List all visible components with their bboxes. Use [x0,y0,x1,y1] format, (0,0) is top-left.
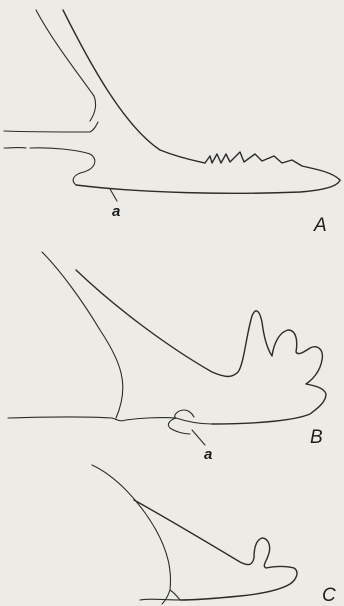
panel-a-right-branch [63,10,205,163]
panel-c-base-line [140,590,180,600]
panel-b-right-branch [76,270,326,424]
panel-c-right-branch [134,500,297,600]
panel-a-pointer [110,189,117,201]
panel-c-left-branch [92,465,170,604]
panel-c-label: C [322,585,336,606]
panel-b-point-label: a [204,446,212,463]
panel-a: a A [4,10,340,236]
panel-a-label: A [313,215,327,236]
panel-a-upper-base [4,122,98,132]
panel-a-point-label: a [112,203,120,220]
panel-a-left-branch-outer [36,10,96,121]
panel-a-serrated-edge [205,152,340,180]
panel-b: a B [8,252,326,463]
panel-b-base-line [8,417,176,421]
panel-b-pointer [192,430,205,445]
panel-b-notch [168,410,212,434]
panel-a-blade-bottom [76,180,340,193]
panel-b-label: B [310,427,323,448]
panel-a-notch [30,148,95,185]
panel-c: C [92,465,336,606]
